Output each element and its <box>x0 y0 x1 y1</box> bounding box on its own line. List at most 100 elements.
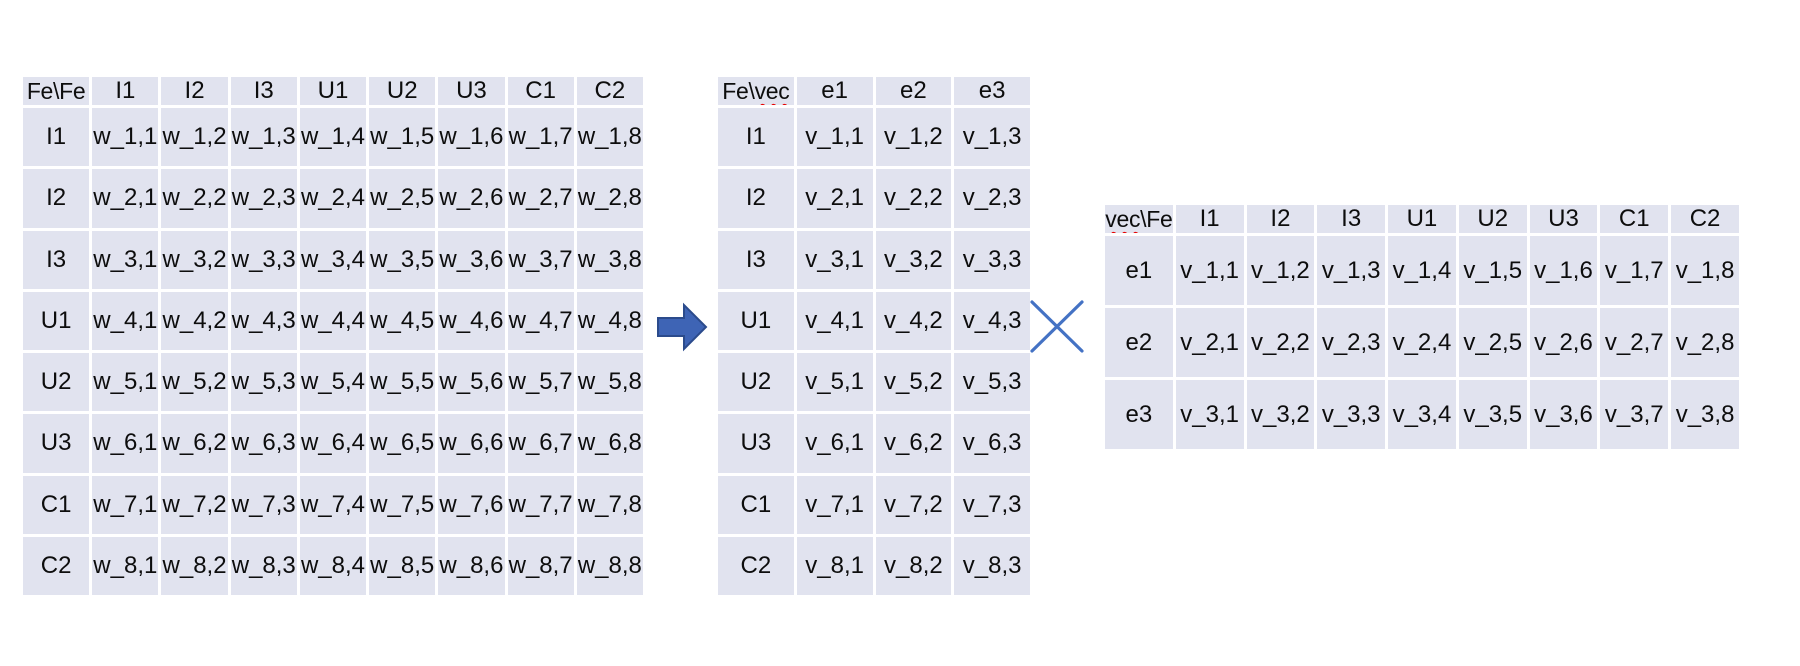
column-header: U1 <box>1388 205 1456 233</box>
column-header: I2 <box>1246 205 1315 233</box>
row-header: C1 <box>718 475 794 534</box>
table-cell: v_3,3 <box>954 230 1030 289</box>
row-header: C1 <box>23 475 90 534</box>
column-header: I3 <box>230 77 297 105</box>
corner-text: Fe\ <box>722 77 755 104</box>
row-header: U3 <box>23 414 90 473</box>
table-cell: w_6,4 <box>299 414 367 473</box>
table-cell: v_3,6 <box>1529 380 1598 449</box>
table-cell: v_5,2 <box>875 353 952 412</box>
table-cell: w_8,2 <box>161 536 228 595</box>
table-cell: w_8,7 <box>507 536 574 595</box>
table-cell: v_6,2 <box>875 414 952 473</box>
table-cell: w_1,2 <box>161 108 228 167</box>
table-cell: w_3,4 <box>299 230 367 289</box>
table-cell: w_3,7 <box>507 230 574 289</box>
table-cell: w_4,4 <box>299 291 367 350</box>
row-header: U1 <box>23 291 90 350</box>
table-cell: v_8,1 <box>796 536 873 595</box>
table-cell: w_3,6 <box>438 230 505 289</box>
table-cell: w_1,1 <box>92 108 159 167</box>
table-cell: v_3,5 <box>1458 380 1527 449</box>
row-header: C2 <box>23 536 90 595</box>
right-block-arrow-icon <box>657 302 708 352</box>
table-cell: v_2,6 <box>1529 308 1598 377</box>
table-cell: v_3,1 <box>1175 380 1244 449</box>
table-cell: v_6,1 <box>796 414 873 473</box>
column-header: I1 <box>92 77 159 105</box>
column-header: I3 <box>1317 205 1386 233</box>
table-cell: w_2,1 <box>92 169 159 228</box>
table-cell: v_1,2 <box>875 108 952 167</box>
table-cell: w_5,1 <box>92 353 159 412</box>
table-cell: v_1,2 <box>1246 236 1315 305</box>
table-cell: w_4,6 <box>438 291 505 350</box>
table-cell: w_5,3 <box>230 353 297 412</box>
corner-header: Fe\vec <box>718 77 794 105</box>
row-header: U2 <box>23 353 90 412</box>
table-cell: v_3,4 <box>1388 380 1456 449</box>
table-cell: v_1,7 <box>1600 236 1669 305</box>
row-header: e1 <box>1105 236 1173 305</box>
row-header: I1 <box>23 108 90 167</box>
table-cell: v_7,1 <box>796 475 873 534</box>
table-cell: w_7,5 <box>369 475 436 534</box>
table-cell: v_2,1 <box>1175 308 1244 377</box>
table-cell: w_8,5 <box>369 536 436 595</box>
table-cell: w_3,3 <box>230 230 297 289</box>
table-cell: w_1,3 <box>230 108 297 167</box>
table-cell: v_7,3 <box>954 475 1030 534</box>
table-cell: w_5,4 <box>299 353 367 412</box>
table-cell: v_3,1 <box>796 230 873 289</box>
table-cell: v_3,2 <box>1246 380 1315 449</box>
column-header: U2 <box>1458 205 1527 233</box>
table-cell: w_8,3 <box>230 536 297 595</box>
table-cell: w_3,8 <box>576 230 643 289</box>
table-cell: w_1,8 <box>576 108 643 167</box>
table-cell: v_3,7 <box>1600 380 1669 449</box>
table-cell: w_8,1 <box>92 536 159 595</box>
table-cell: v_2,3 <box>1317 308 1386 377</box>
table-cell: w_4,3 <box>230 291 297 350</box>
corner-header: Fe\Fe <box>23 77 90 105</box>
table-cell: v_1,8 <box>1671 236 1739 305</box>
column-header: e1 <box>796 77 873 105</box>
misspelled-word: vec <box>1105 205 1141 232</box>
column-header: C2 <box>576 77 643 105</box>
row-header: e3 <box>1105 380 1173 449</box>
column-header: I1 <box>1175 205 1244 233</box>
table-cell: w_1,6 <box>438 108 505 167</box>
table-cell: v_1,3 <box>954 108 1030 167</box>
table-cell: w_7,3 <box>230 475 297 534</box>
multiply-icon <box>1030 300 1084 353</box>
misspelled-word: vec <box>754 77 790 104</box>
table-cell: w_2,7 <box>507 169 574 228</box>
table-cell: v_5,3 <box>954 353 1030 412</box>
table-cell: w_2,6 <box>438 169 505 228</box>
table-cell: v_8,3 <box>954 536 1030 595</box>
table-cell: v_4,1 <box>796 291 873 350</box>
column-header: U1 <box>299 77 367 105</box>
table-cell: v_5,1 <box>796 353 873 412</box>
table-cell: v_2,4 <box>1388 308 1456 377</box>
column-header: C1 <box>1600 205 1669 233</box>
table-cell: w_4,7 <box>507 291 574 350</box>
table-cell: w_8,8 <box>576 536 643 595</box>
table-cell: w_4,1 <box>92 291 159 350</box>
